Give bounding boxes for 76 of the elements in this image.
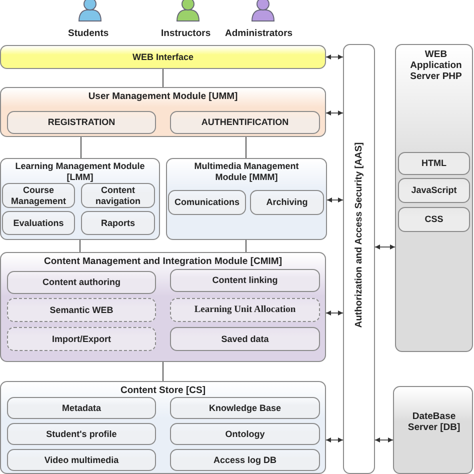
box-label: Comunications <box>174 197 240 208</box>
box-label: CSS <box>424 214 444 225</box>
box-label: Raports <box>100 218 135 228</box>
module-box <box>170 269 320 292</box>
module-box <box>398 178 470 203</box>
module-box <box>2 211 75 235</box>
connector-line <box>162 68 164 88</box>
box-label: Evaluations <box>13 218 64 228</box>
box-heading: Content Management and Integration Module [CMIM] <box>42 256 283 267</box>
box-heading: Authorization and Access Security [AAS] <box>354 142 364 328</box>
container-box <box>0 252 326 362</box>
container-box <box>393 386 473 474</box>
container-box <box>166 158 327 240</box>
box-label: Semantic WEB <box>50 304 114 316</box>
box-label: Ontology <box>225 428 265 440</box>
double-arrow <box>326 110 344 116</box>
container-box <box>0 158 160 240</box>
box-label: Student's profile <box>46 428 117 440</box>
box-label: Access log DB <box>213 454 277 466</box>
module-box <box>7 298 156 322</box>
box-label: Course Management <box>10 184 67 206</box>
box-label: Video multimedia <box>44 454 119 466</box>
container-box <box>395 44 473 352</box>
module-box <box>398 207 470 232</box>
double-arrow <box>374 244 396 250</box>
module-box <box>170 111 320 134</box>
module-box <box>81 183 155 208</box>
module-box <box>170 327 320 351</box>
box-label: Content authoring <box>42 277 120 288</box>
double-arrow <box>374 438 394 442</box>
box-label: REGISTRATION <box>48 117 116 128</box>
box-label: Learning Unit Allocation <box>194 304 296 316</box>
module-box <box>7 397 156 419</box>
box-heading: DateBase Server [DB] <box>406 411 462 433</box>
module-box <box>250 190 324 215</box>
connector-line <box>162 362 164 382</box>
box-label: Content navigation <box>94 184 142 206</box>
box-label: HTML <box>422 158 446 169</box>
box-label: Saved data <box>221 334 269 344</box>
box-heading: Learning Management Module [LMM] <box>14 161 146 183</box>
box-label: Archiving <box>266 197 308 208</box>
box-label: Knowledge Base <box>208 402 282 414</box>
module-box <box>170 397 320 419</box>
user-label: Students <box>68 28 109 39</box>
box-heading: WEB Application Server PHP <box>409 49 463 82</box>
box-heading: Multimedia Management Module [MMM] <box>193 161 300 183</box>
container-box <box>343 44 375 474</box>
user-label: Instructors <box>161 28 211 39</box>
double-arrow <box>326 310 344 316</box>
module-box <box>7 423 156 445</box>
box-heading: Content Store [CS] <box>120 385 206 396</box>
user-label: Administrators <box>225 28 293 39</box>
box-label: WEB Interface <box>132 52 194 62</box>
box-heading: User Management Module [UMM] <box>87 91 239 102</box>
module-box <box>170 449 320 471</box>
module-box <box>168 190 246 215</box>
module-box <box>7 111 156 134</box>
double-arrow <box>326 438 344 442</box>
module-box <box>0 45 326 69</box>
double-arrow <box>326 198 344 202</box>
module-box <box>2 183 75 208</box>
module-box <box>398 152 470 175</box>
container-box <box>0 87 326 137</box>
module-box <box>170 423 320 445</box>
box-label: Content linking <box>212 275 278 286</box>
module-box <box>7 327 156 351</box>
double-arrow <box>326 54 344 60</box>
module-box <box>7 449 156 471</box>
module-box <box>81 211 155 235</box>
box-label: JavaScript <box>411 185 457 196</box>
box-label: Metadata <box>62 402 101 414</box>
container-box <box>0 381 326 474</box>
module-box <box>170 298 320 322</box>
box-label: Import/Export <box>52 334 111 344</box>
module-box <box>7 271 156 294</box>
box-label: AUTHENTIFICATION <box>201 117 289 128</box>
